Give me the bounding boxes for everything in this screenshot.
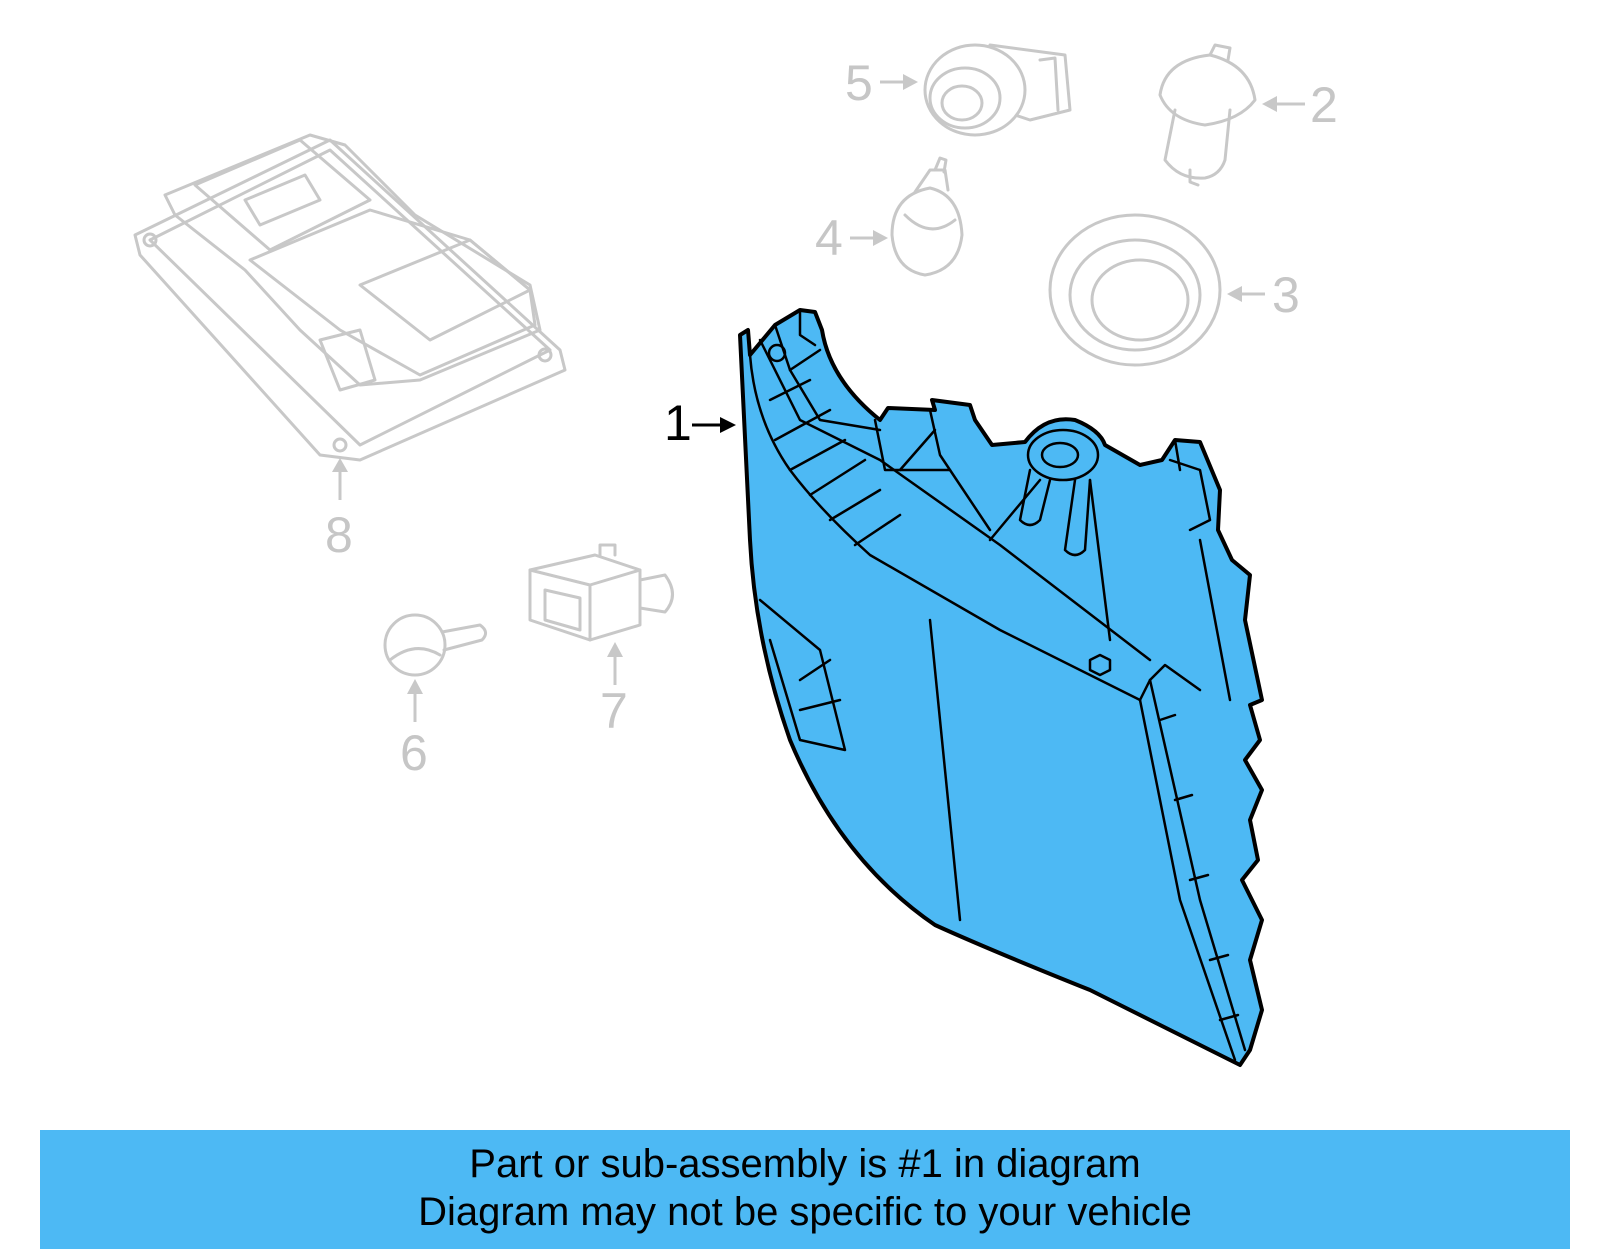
part-7-socket: 7	[528, 543, 674, 739]
callout-1: 1	[664, 395, 692, 451]
callout-4: 4	[815, 210, 843, 266]
part-3-seal: 3	[1048, 213, 1300, 367]
callout-2: 2	[1310, 77, 1338, 133]
part-4-bulb: 4	[815, 156, 964, 277]
part-2-bulb: 2	[1158, 43, 1338, 187]
callout-3: 3	[1272, 267, 1300, 323]
part-1-headlamp-housing: 1	[664, 308, 1264, 1067]
parts-diagram: 8 7 6 5 4	[133, 43, 1338, 1067]
callout-7: 7	[600, 683, 628, 739]
callout-8: 8	[325, 507, 353, 563]
banner-line-1: Part or sub-assembly is #1 in diagram	[469, 1142, 1141, 1186]
callout-6: 6	[400, 725, 428, 781]
banner-line-2: Diagram may not be specific to your vehi…	[418, 1190, 1192, 1234]
part-6-bulb: 6	[383, 613, 487, 781]
part-8-control-module: 8	[133, 133, 567, 563]
info-banner: Part or sub-assembly is #1 in diagram Di…	[40, 1130, 1570, 1249]
part-5-socket: 5	[845, 43, 1072, 137]
callout-5: 5	[845, 55, 873, 111]
